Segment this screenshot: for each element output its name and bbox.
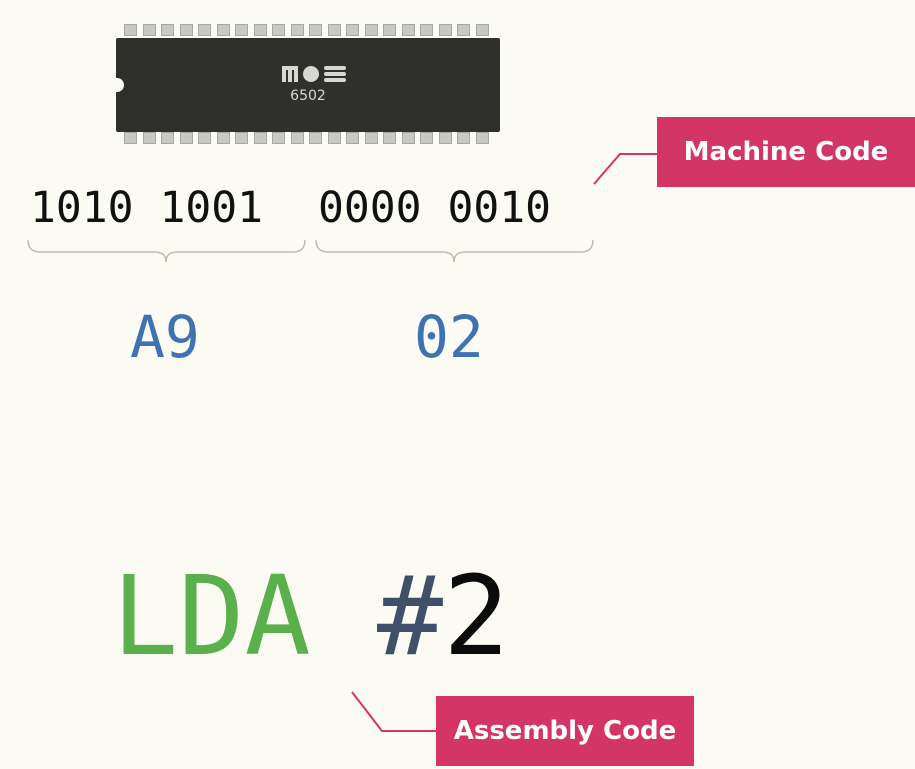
hex-byte-1: A9 bbox=[130, 303, 200, 371]
hex-byte-2: 02 bbox=[414, 303, 484, 371]
chip-model-label: 6502 bbox=[290, 88, 326, 104]
assembly-instruction: LDA #2 bbox=[112, 552, 509, 680]
machine-code-tag: Machine Code bbox=[657, 117, 915, 187]
machine-code-leader bbox=[593, 153, 657, 185]
chip-pins-top bbox=[124, 24, 489, 36]
chip-body: 6502 bbox=[110, 38, 500, 132]
chip-pins-bottom bbox=[124, 132, 489, 144]
mos-6502-chip: 6502 bbox=[110, 24, 500, 146]
assembly-operand: 2 bbox=[443, 552, 510, 680]
brace-byte-2 bbox=[315, 239, 594, 263]
mos-logo bbox=[282, 66, 346, 82]
assembly-code-tag: Assembly Code bbox=[436, 696, 694, 766]
binary-byte-1: 1010 1001 bbox=[30, 183, 263, 233]
brace-byte-1 bbox=[27, 239, 306, 263]
binary-byte-2: 0000 0010 bbox=[318, 183, 551, 233]
chip-notch bbox=[110, 78, 124, 92]
immediate-hash: # bbox=[376, 552, 444, 680]
assembly-opcode: LDA bbox=[112, 552, 311, 680]
assembly-code-leader bbox=[351, 691, 436, 732]
